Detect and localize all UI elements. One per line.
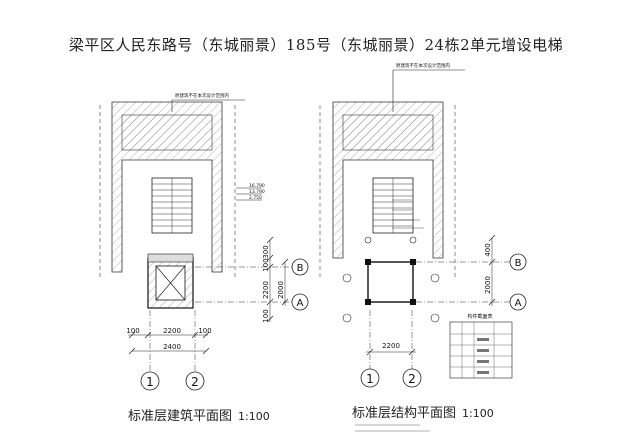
axis-bubble-A [291, 293, 309, 311]
column-1 [365, 259, 371, 265]
left-note: 原建筑不在本次设计范围内 [175, 92, 229, 99]
r-dim-v-2000: 2000 [484, 276, 492, 294]
axis-bubble-1 [140, 371, 160, 391]
dim-h-2400: 2400 [163, 343, 181, 351]
svg-text:A: A [515, 298, 522, 309]
r-dim-h-2200: 2200 [382, 342, 400, 350]
left-boundary-dashed [99, 105, 236, 280]
axis-bubble-B [291, 258, 309, 276]
r-axis-bubble-2 [402, 368, 422, 388]
component-table: 构件截面表 [449, 313, 513, 379]
dim-h-100b: 100 [198, 327, 211, 335]
column-2 [410, 259, 416, 265]
dim-h-2200: 2200 [163, 327, 181, 335]
elev-1: 16.790 [249, 183, 265, 189]
r-dim-v-400: 400 [484, 243, 492, 256]
svg-text:1: 1 [366, 372, 374, 386]
column-4 [410, 299, 416, 305]
svg-text:B: B [297, 263, 304, 274]
dim-v-2200: 2200 [262, 281, 270, 299]
right-boundary-dashed [319, 105, 456, 280]
table-title: 构件截面表 [467, 313, 492, 320]
general-notes [355, 424, 430, 432]
svg-text:A: A [297, 298, 304, 309]
right-upper-hatch [342, 114, 434, 151]
pile-markers [342, 236, 440, 323]
svg-text:B: B [515, 258, 522, 269]
left-upper-hatch [121, 114, 213, 151]
axis-bubble-2 [185, 371, 205, 391]
svg-text:2: 2 [408, 372, 416, 386]
left-stair-treads [152, 178, 192, 233]
right-plan: 原建筑不在本次设计范围内 400 2000 B A 2200 [319, 62, 527, 432]
dim-h-100a: 100 [126, 327, 139, 335]
column-3 [365, 299, 371, 305]
right-note: 原建筑不在本次设计范围内 [396, 62, 450, 69]
r-axis-bubble-1 [360, 368, 380, 388]
dim-v-100b: 100 [262, 309, 270, 322]
svg-text:2: 2 [191, 375, 199, 389]
right-frame [367, 261, 414, 303]
dim-v-100: 100 [262, 258, 270, 271]
dim-v-300: 300 [262, 245, 270, 258]
left-landing [147, 253, 194, 263]
dim-v-2000: 2000 [277, 281, 285, 299]
elev-3: 2.750 [249, 195, 262, 201]
elev-2: 13.790 [249, 189, 265, 195]
sheet-title: 梁平区人民东路号（东城丽景）185号（东城丽景）24栋2单元增设电梯 [68, 36, 564, 54]
svg-text:1: 1 [146, 375, 154, 389]
rebar-notes [392, 199, 424, 229]
r-axis-bubble-A [509, 293, 527, 311]
r-axis-bubble-B [509, 253, 527, 271]
left-plan: 原建筑不在本次设计范围内 16.790 13.790 2.750 300 100… [99, 92, 309, 391]
